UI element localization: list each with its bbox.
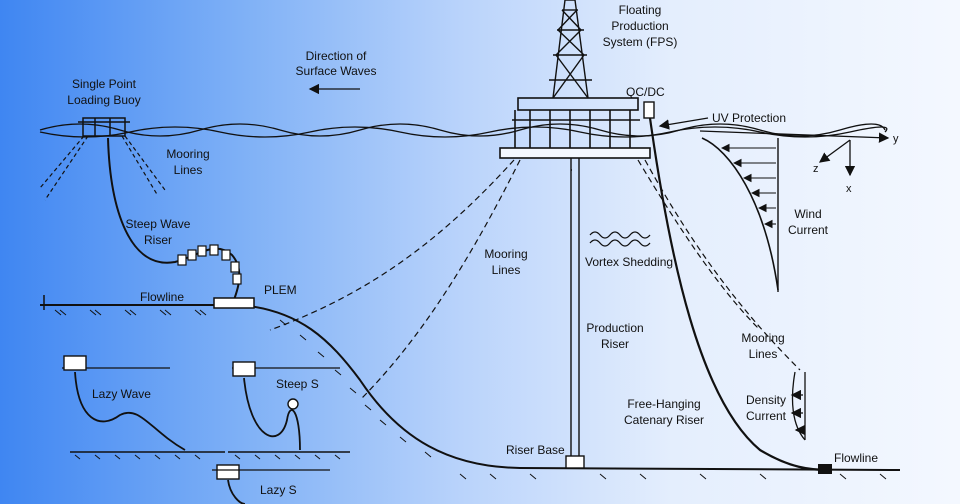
- label-steep-s: Steep S: [276, 377, 319, 391]
- sea-surface: [39, 123, 888, 138]
- label-production-riser: Production Riser: [586, 321, 643, 351]
- y-axis: [699, 130, 890, 143]
- svg-text:Steep Wave: Steep Wave: [126, 217, 191, 231]
- seabed: [40, 304, 901, 471]
- svg-text:Riser: Riser: [144, 233, 172, 247]
- loading-buoy: [78, 117, 130, 137]
- label-center-mooring-lines: Mooring Lines: [484, 247, 527, 277]
- label-right-mooring-lines: Mooring Lines: [741, 331, 784, 361]
- svg-text:Current: Current: [788, 223, 829, 237]
- steep-s-diagram: [228, 361, 350, 460]
- svg-text:Lines: Lines: [492, 263, 521, 277]
- label-plem: PLEM: [264, 283, 297, 297]
- label-axis-z: z: [813, 163, 819, 175]
- uv-arrow: [658, 117, 709, 130]
- svg-text:Density: Density: [746, 393, 786, 407]
- svg-text:Single Point: Single Point: [72, 77, 137, 91]
- svg-text:Loading Buoy: Loading Buoy: [67, 93, 140, 107]
- label-density-current: Density Current: [746, 393, 787, 423]
- label-axis-y: y: [893, 133, 899, 145]
- svg-text:Current: Current: [746, 409, 787, 423]
- svg-text:Production: Production: [611, 19, 668, 33]
- label-free-hanging-riser: Free-Hanging Catenary Riser: [624, 397, 704, 427]
- label-fps: Floating Production System (FPS): [603, 3, 678, 49]
- label-flowline-left: Flowline: [140, 290, 184, 304]
- buoyancy-modules: [177, 244, 242, 285]
- svg-text:Lines: Lines: [174, 163, 203, 177]
- svg-text:Catenary Riser: Catenary Riser: [624, 413, 704, 427]
- svg-text:System (FPS): System (FPS): [603, 35, 678, 49]
- density-current-profile: [790, 371, 806, 441]
- label-riser-base: Riser Base: [506, 443, 565, 457]
- wind-current-arrows: [720, 143, 776, 229]
- svg-text:Lines: Lines: [749, 347, 778, 361]
- svg-text:Mooring: Mooring: [484, 247, 527, 261]
- label-flowline-right: Flowline: [834, 451, 878, 465]
- riser-base-block: [565, 455, 585, 469]
- svg-text:Riser: Riser: [601, 337, 629, 351]
- label-vortex-shedding: Vortex Shedding: [585, 255, 673, 269]
- svg-text:Mooring: Mooring: [741, 331, 784, 345]
- label-steep-wave-riser: Steep Wave Riser: [126, 217, 191, 247]
- label-buoy: Single Point Loading Buoy: [67, 77, 140, 107]
- label-axis-x: x: [846, 183, 852, 195]
- label-qcdc: QC/DC: [626, 85, 665, 99]
- svg-text:Surface Waves: Surface Waves: [296, 64, 377, 78]
- free-hanging-catenary-riser: [648, 117, 831, 472]
- qcdc-box: [643, 101, 655, 119]
- label-buoy-mooring-lines: Mooring Lines: [166, 147, 209, 177]
- svg-text:Wind: Wind: [794, 207, 821, 221]
- production-riser: [570, 158, 580, 458]
- label-uv-protection: UV Protection: [712, 111, 786, 125]
- wind-current-profile: [701, 137, 779, 291]
- label-wave-direction: Direction of Surface Waves: [296, 49, 377, 78]
- lazy-wave-diagram: [62, 355, 225, 460]
- seabed-hatching: [54, 309, 887, 480]
- svg-text:Mooring: Mooring: [166, 147, 209, 161]
- axes-triad: [818, 139, 856, 177]
- buoy-mooring-lines: [39, 135, 166, 201]
- plem-box: [213, 297, 255, 309]
- derrick: [549, 0, 592, 99]
- svg-text:Free-Hanging: Free-Hanging: [627, 397, 700, 411]
- flowline-connector: [818, 464, 832, 474]
- label-wind-current: Wind Current: [788, 207, 829, 237]
- vortex-shedding-marks: [589, 231, 651, 247]
- svg-text:Floating: Floating: [619, 3, 662, 17]
- svg-text:Direction of: Direction of: [306, 49, 367, 63]
- fps-mooring-lines: [269, 159, 801, 401]
- label-lazy-s: Lazy S: [260, 483, 297, 497]
- label-lazy-wave: Lazy Wave: [92, 387, 151, 401]
- fps-platform: [499, 97, 651, 159]
- svg-text:Production: Production: [586, 321, 643, 335]
